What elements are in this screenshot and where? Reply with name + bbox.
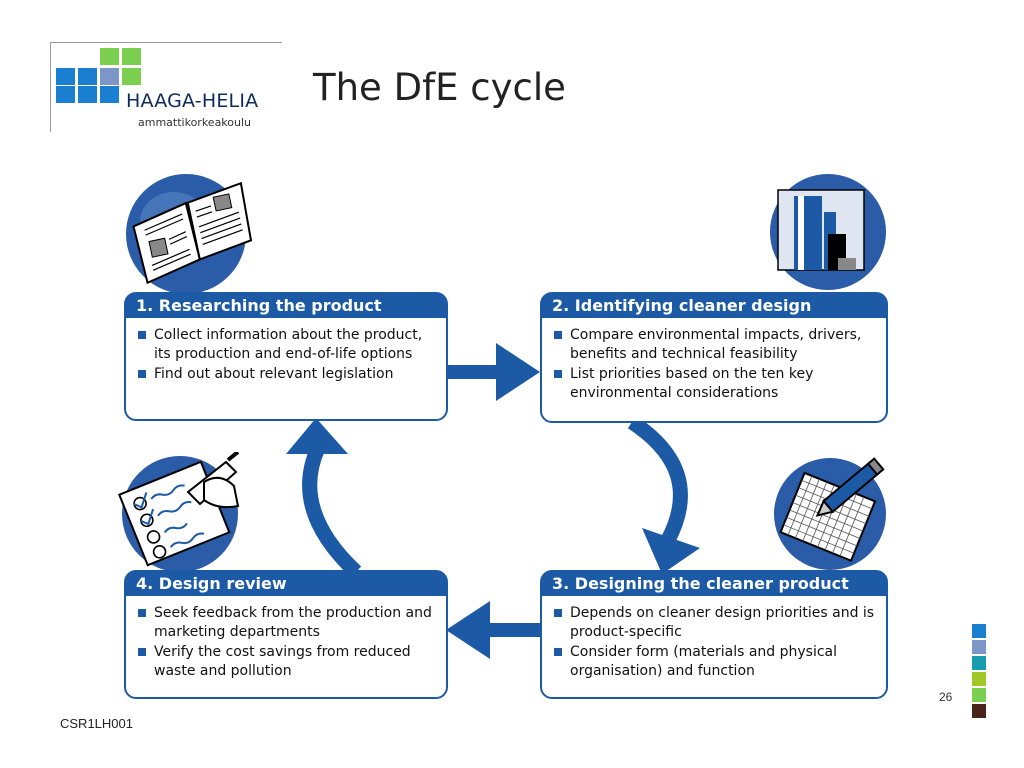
corner-square <box>972 624 986 638</box>
list-item: Compare environmental impacts, drivers, … <box>554 326 880 363</box>
logo-subtitle: ammattikorkeakoulu <box>138 116 252 129</box>
logo-rule-left <box>50 42 51 132</box>
list-item: Consider form (materials and physical or… <box>554 643 880 680</box>
bullet-text: Collect information about the product, i… <box>154 327 423 362</box>
bar-chart-icon <box>770 174 886 290</box>
pencil-grid-icon <box>774 457 886 570</box>
list-item: List priorities based on the ten key env… <box>554 365 880 402</box>
corner-squares <box>972 624 988 720</box>
logo-brand: HAAGA-HELIA <box>126 90 259 112</box>
stage-header: 4. Design review <box>124 570 448 597</box>
bullet-text: Consider form (materials and physical or… <box>570 644 838 679</box>
stage-3-designing: 3. Designing the cleaner product Depends… <box>540 570 888 699</box>
arrow-3-to-4 <box>446 601 540 659</box>
bullet-text: Depends on cleaner design priorities and… <box>570 605 875 640</box>
list-item: Depends on cleaner design priorities and… <box>554 604 880 641</box>
list-item: Verify the cost savings from reduced was… <box>138 643 440 680</box>
arrow-4-to-1 <box>286 418 362 578</box>
bullet-text: Find out about relevant legislation <box>154 366 394 382</box>
footer-code: CSR1LH001 <box>60 716 133 731</box>
arrow-1-to-2 <box>446 343 540 401</box>
page-title: The DfE cycle <box>313 66 566 109</box>
stage-body: Seek feedback from the production and ma… <box>124 594 448 699</box>
bullet-text: Compare environmental impacts, drivers, … <box>570 327 862 362</box>
stage-header: 1. Researching the product <box>124 292 448 319</box>
open-book-icon <box>126 174 253 294</box>
corner-square <box>972 640 986 654</box>
corner-square <box>972 656 986 670</box>
arrow-2-to-3 <box>627 415 700 574</box>
stage-body: Collect information about the product, i… <box>124 316 448 421</box>
stage-body: Compare environmental impacts, drivers, … <box>540 316 888 423</box>
corner-square <box>972 688 986 702</box>
bullet-text: Verify the cost savings from reduced was… <box>154 644 411 679</box>
stage-1-researching: 1. Researching the product Collect infor… <box>124 292 448 421</box>
stage-4-review: 4. Design review Seek feedback from the … <box>124 570 448 699</box>
stage-header: 2. Identifying cleaner design priorities <box>540 292 888 342</box>
list-item: Seek feedback from the production and ma… <box>138 604 440 641</box>
list-item: Find out about relevant legislation <box>138 365 440 384</box>
stage-header: 3. Designing the cleaner product <box>540 570 888 597</box>
corner-square <box>972 672 986 686</box>
logo-rule-top <box>50 42 282 43</box>
page-number: 26 <box>939 690 953 704</box>
bullet-text: Seek feedback from the production and ma… <box>154 605 432 640</box>
stage-2-identifying: 2. Identifying cleaner design priorities… <box>540 292 888 423</box>
checklist-icon <box>118 452 240 572</box>
stage-body: Depends on cleaner design priorities and… <box>540 594 888 699</box>
bullet-text: List priorities based on the ten key env… <box>570 366 814 401</box>
corner-square <box>972 704 986 718</box>
list-item: Collect information about the product, i… <box>138 326 440 363</box>
haaga-helia-logo: HAAGA-HELIA ammattikorkeakoulu <box>50 42 282 132</box>
logo-squares-icon <box>56 48 141 103</box>
